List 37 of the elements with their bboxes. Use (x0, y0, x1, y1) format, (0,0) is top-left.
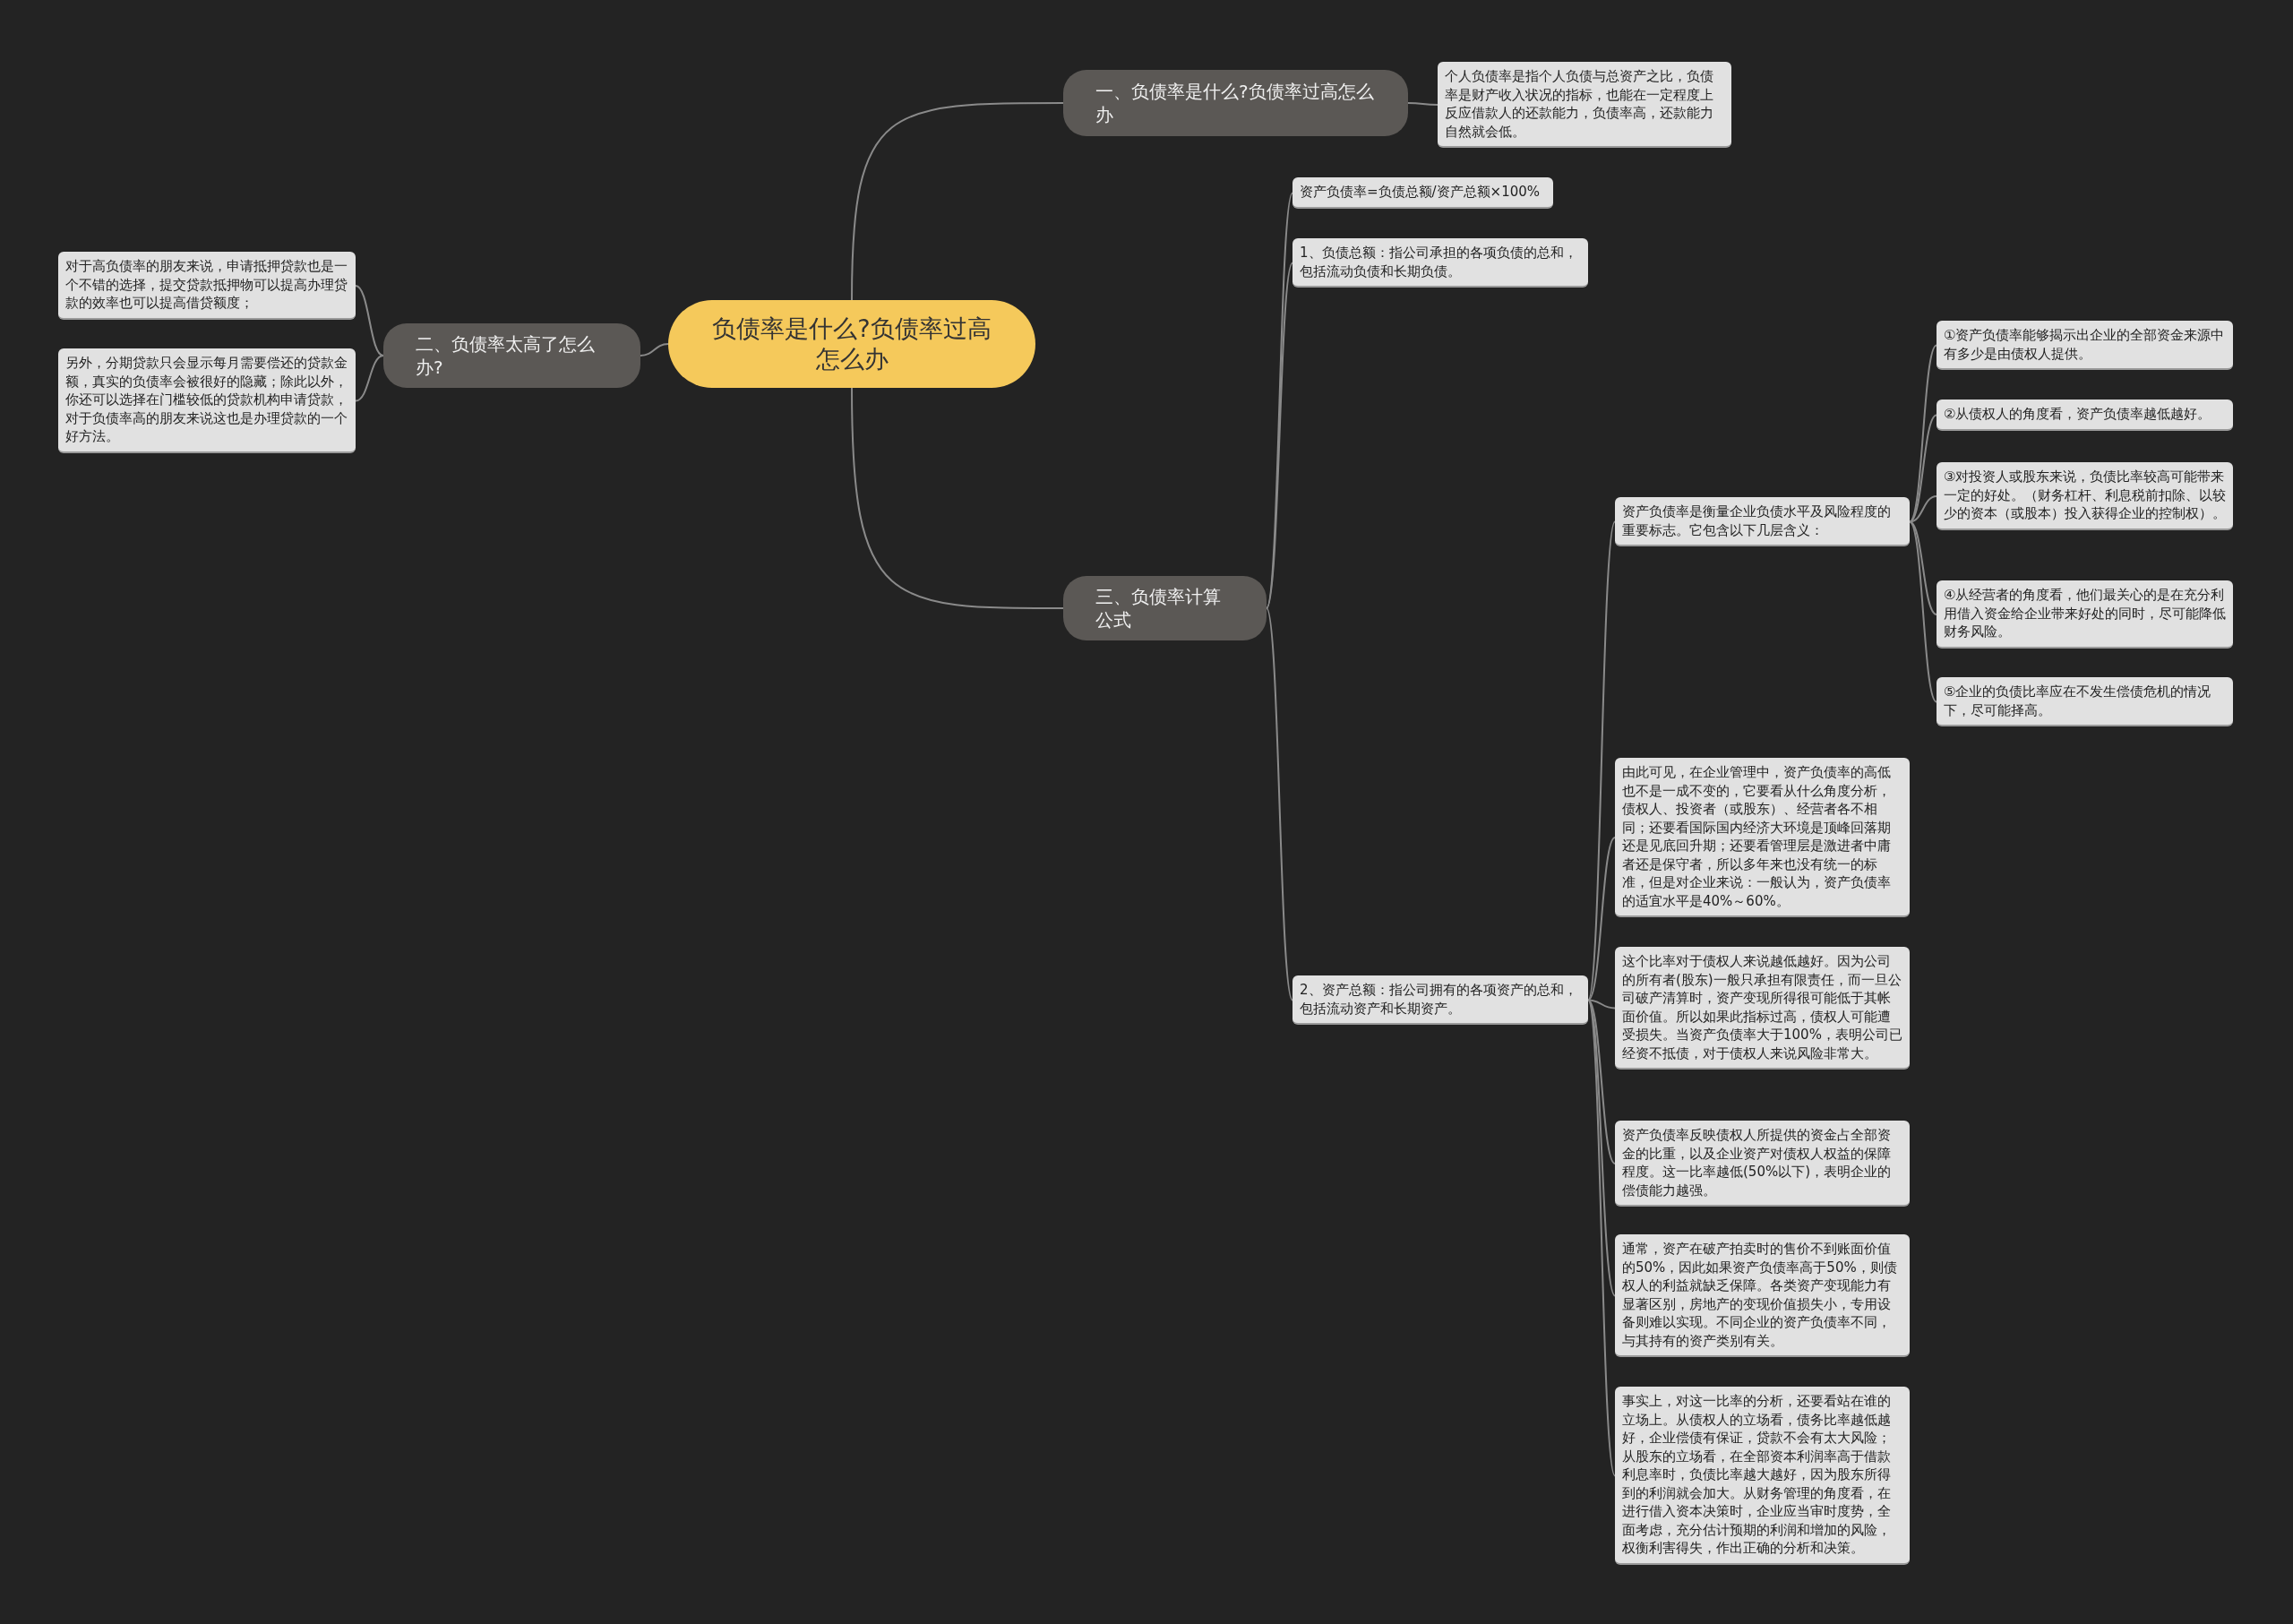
note-box: 对于高负债率的朋友来说，申请抵押贷款也是一个不错的选择，提交贷款抵押物可以提高办理贷款的效率也可以提高借贷额度； (58, 252, 356, 320)
note-box: 资产负债率是衡量企业负债水平及风险程度的重要标志。它包含以下几层含义： (1615, 497, 1910, 546)
connector-line (1909, 495, 1937, 523)
connector-line (851, 387, 1064, 609)
connector-line (1909, 344, 1937, 523)
connector-line (355, 285, 384, 357)
note-box: 另外，分期贷款只会显示每月需要偿还的贷款金额，真实的负债率会被很好的隐藏；除此以外，你还可以选择在门槛较低的贷款机构申请贷款，对于负债率高的朋友来说这也是办理贷款的一个好方法。 (58, 348, 356, 453)
note-box: 由此可见，在企业管理中，资产负债率的高低也不是一成不变的，它要看从什么角度分析，债权人、投资者（或股东）、经营者各不相同；还要看国际国内经济大环境是顶峰回落期还是见底回升期；还要看管理层是激进者中庸者还是保守者，所以多年来也没有统一的标准，但是对企业来说：一般认为，资产负债率的适宜水平是40%～60%。 (1615, 758, 1910, 917)
connector-line (1587, 837, 1616, 1001)
connector-line (1266, 607, 1293, 1001)
connector-line (355, 355, 384, 402)
note-box: 个人负债率是指个人负债与总资产之比，负债率是财产收入状况的指标，也能在一定程度上反应借款人的还款能力，负债率高，还款能力自然就会低。 (1438, 62, 1731, 148)
note-box: ①资产负债率能够揭示出企业的全部资金来源中有多少是由债权人提供。 (1937, 321, 2233, 370)
central-topic: 负债率是什么?负债率过高怎么办 (668, 300, 1035, 388)
note-box: 资产负债率=负债总额/资产总额×100% (1292, 177, 1553, 209)
note-box: 资产负债率反映债权人所提供的资金占全部资金的比重，以及企业资产对债权人权益的保障程度。这一比率越低(50%以下)，表明企业的偿债能力越强。 (1615, 1121, 1910, 1207)
connector-line (640, 343, 669, 357)
connector-line (1909, 520, 1937, 615)
connector-line (1909, 520, 1937, 703)
connector-line (1266, 262, 1293, 609)
note-box: ③对投资人或股东来说，负债比率较高可能带来一定的好处。（财务杠杆、利息税前扣除、以较少的资本（或股本）投入获得企业的控制权）。 (1937, 462, 2233, 530)
note-box: 2、资产总额：指公司拥有的各项资产的总和，包括流动资产和长期资产。 (1292, 975, 1588, 1025)
topic-pill: 三、负债率计算公式 (1063, 576, 1267, 640)
note-box: 1、负债总额：指公司承担的各项负债的总和，包括流动负债和长期负债。 (1292, 238, 1588, 288)
connector-line (1587, 999, 1616, 1010)
connector-line (1407, 102, 1438, 106)
note-box: ⑤企业的负债比率应在不发生偿债危机的情况下，尽可能择高。 (1937, 677, 2233, 726)
connector-line (1587, 999, 1616, 1164)
note-box: ②从债权人的角度看，资产负债率越低越好。 (1937, 400, 2233, 431)
topic-pill: 一、负债率是什么?负债率过高怎么办 (1063, 70, 1408, 136)
note-box: 事实上，对这一比率的分析，还要看站在谁的立场上。从债权人的立场看，债务比率越低越好，企业偿债有保证，贷款不会有太大风险；从股东的立场看，在全部资本利润率高于借款利息率时，负债比率越大越好，因为股东所得到的利润就会加大。从财务管理的角度看，在进行借入资本决策时，企业应当审时度势，全面考虑，充分估计预期的利润和增加的风险，权衡利害得失，作出正确的分析和决策。 (1615, 1387, 1910, 1565)
note-box: 这个比率对于债权人来说越低越好。因为公司的所有者(股东)一般只承担有限责任，而一旦公司破产清算时，资产变现所得很可能低于其帐面价值。所以如果此指标过高，债权人可能遭受损失。当资产负债率大于100%，表明公司已经资不抵债，对于债权人来说风险非常大。 (1615, 947, 1910, 1070)
topic-pill: 二、负债率太高了怎么办? (383, 323, 640, 388)
note-box: 通常，资产在破产拍卖时的售价不到账面价值的50%，因此如果资产负债率高于50%，则债权人的利益就缺乏保障。各类资产变现能力有显著区别，房地产的变现价值损失小，专用设备则难以实现。不同企业的资产负债率不同，与其持有的资产类别有关。 (1615, 1234, 1910, 1357)
connector-line (1587, 999, 1616, 1477)
note-box: ④从经营者的角度看，他们最关心的是在充分利用借入资金给企业带来好处的同时，尽可能降低财务风险。 (1937, 580, 2233, 649)
connector-line (851, 102, 1064, 301)
